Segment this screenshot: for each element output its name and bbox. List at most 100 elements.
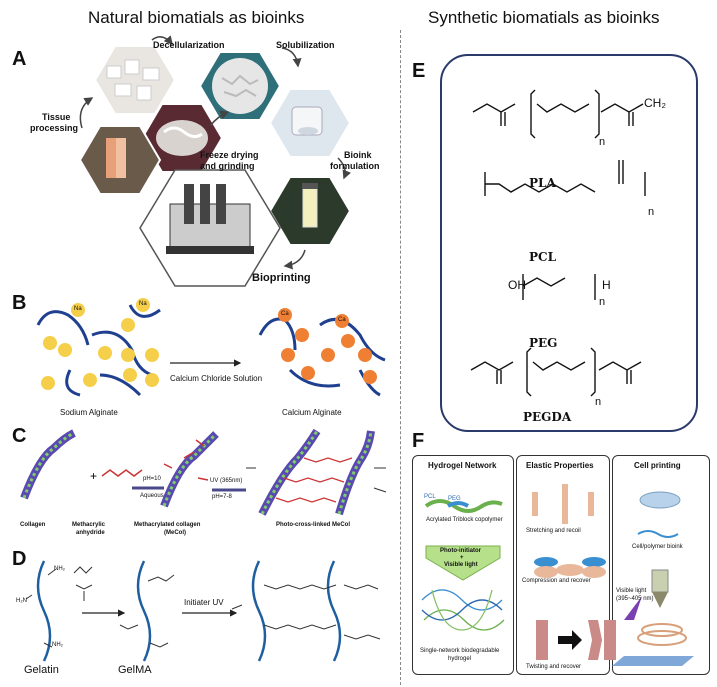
tissue-processing-label-2: processing bbox=[30, 123, 79, 133]
ca-label: Ca bbox=[281, 311, 289, 317]
ph10-label: pH=10 bbox=[143, 476, 161, 482]
pla-ch2: CH₂ bbox=[644, 96, 666, 110]
sodium-alginate-label: Sodium Alginate bbox=[60, 408, 118, 417]
calcium-alginate-label: Calcium Alginate bbox=[282, 408, 342, 417]
uv-label: UV (365nm) bbox=[210, 478, 243, 484]
calcium-chloride-label: Calcium Chloride Solution bbox=[170, 374, 263, 383]
decellularized-hexagon bbox=[141, 103, 223, 173]
single-network-label-1: Single-network biodegradable bbox=[420, 648, 500, 654]
single-network-label-2: hydrogel bbox=[448, 656, 472, 662]
right-header: Synthetic biomatials as bioinks bbox=[428, 8, 660, 27]
bioink-label-1: Bioink bbox=[344, 150, 372, 160]
panel-e-box bbox=[440, 54, 698, 432]
photo-initiator-label: Photo-initiator bbox=[440, 548, 481, 554]
na-ion bbox=[121, 318, 135, 332]
na-ion bbox=[71, 303, 85, 317]
elastic-properties-title: Elastic Properties bbox=[526, 461, 594, 470]
visible-light-wavelength-1: Visible light bbox=[616, 588, 647, 594]
peg-h: H bbox=[602, 278, 611, 292]
peg-label: PEG bbox=[529, 336, 558, 350]
initiator-label: Initiater UV bbox=[184, 598, 224, 607]
panel-divider bbox=[400, 30, 401, 685]
na-ion bbox=[41, 376, 55, 390]
crosslinked-network bbox=[246, 428, 387, 516]
panel-f-illustrations bbox=[421, 484, 694, 666]
panel-b-diagram bbox=[36, 298, 386, 397]
pcl-tag: PCL bbox=[424, 494, 436, 500]
panel-a-letter: A bbox=[12, 48, 27, 70]
photo-initiator-arrow bbox=[425, 545, 501, 581]
bioink-label-2: formulation bbox=[330, 161, 380, 171]
bioink-vial-hexagon bbox=[269, 176, 351, 246]
tissue-processing-hexagon bbox=[79, 125, 161, 195]
mecol-label-2: (MeCol) bbox=[164, 530, 186, 536]
twisting-label: Twisting and recover bbox=[526, 664, 582, 670]
visible-light-label: Visible light bbox=[444, 562, 478, 568]
solubilization-label: Solubilization bbox=[276, 40, 335, 50]
triblock-label: Acrylated Triblock copolymer bbox=[426, 517, 503, 523]
tube-hexagon bbox=[269, 88, 351, 158]
nh2-label-bottom: NH₂ bbox=[52, 642, 63, 648]
na-ion bbox=[145, 348, 159, 362]
pcl-n: n bbox=[648, 206, 655, 218]
nh2-label: NH₂ bbox=[54, 566, 65, 572]
peg-oh: OH bbox=[508, 278, 526, 292]
na-ion bbox=[98, 346, 112, 360]
na-ion bbox=[43, 336, 57, 350]
methacrylic-label-1: Methacrylic bbox=[72, 522, 106, 528]
hydrogel-network-title: Hydrogel Network bbox=[428, 461, 497, 470]
bioprinting-label: Bioprinting bbox=[252, 272, 311, 284]
pegda-label: PEGDA bbox=[523, 410, 572, 424]
methacrylic-label-2: anhydride bbox=[76, 530, 105, 536]
gelatin-label: Gelatin bbox=[24, 664, 59, 676]
panel-c-diagram: + bbox=[20, 428, 387, 516]
bioprinter-hexagon bbox=[139, 169, 281, 287]
mecol-helix bbox=[160, 431, 219, 508]
panel-f-letter: F bbox=[412, 430, 425, 452]
ca-label: Ca bbox=[338, 317, 346, 323]
photo-plus-label: + bbox=[460, 555, 464, 561]
cell-printing-title: Cell printing bbox=[634, 461, 681, 470]
panel-d-diagram bbox=[25, 560, 381, 662]
na-ion bbox=[145, 373, 159, 387]
decellularization-label: Decellularization bbox=[153, 40, 225, 50]
na-ion bbox=[121, 348, 135, 362]
pla-label: PLA bbox=[529, 176, 556, 190]
stretching-label: Stretching and recoil bbox=[526, 528, 581, 534]
gelma-label: GelMA bbox=[118, 664, 152, 676]
collagen-label: Collagen bbox=[20, 522, 46, 528]
left-header: Natural biomatials as bioinks bbox=[88, 8, 305, 27]
compression-label: Compression and recover bbox=[522, 578, 591, 584]
svg-text:+: + bbox=[90, 469, 97, 483]
hydrogel-network-box bbox=[412, 455, 514, 675]
na-ion bbox=[83, 373, 97, 387]
na-ion bbox=[123, 368, 137, 382]
na-ion bbox=[58, 343, 72, 357]
panel-b-letter: B bbox=[12, 292, 27, 314]
panel-a-hexagons bbox=[79, 35, 351, 287]
na-label: Na bbox=[74, 306, 82, 312]
pegda-n: n bbox=[595, 396, 602, 408]
panel-e-letter: E bbox=[412, 60, 426, 82]
na-ion bbox=[136, 298, 150, 312]
panel-d-letter: D bbox=[12, 548, 27, 570]
visible-light-wavelength-2: (395~405 nm) bbox=[616, 596, 654, 602]
pla-n: n bbox=[599, 136, 606, 148]
pcl-label: PCL bbox=[529, 250, 557, 264]
peg-n: n bbox=[599, 296, 606, 308]
collagen-helix bbox=[20, 429, 76, 500]
na-label: Na bbox=[139, 301, 147, 307]
freeze-label-1: Freeze drying bbox=[200, 150, 259, 160]
peg-tag: PEG bbox=[448, 496, 461, 502]
fiber-hexagon bbox=[199, 51, 281, 121]
mecol-label-1: Methacrylated collagen bbox=[134, 522, 201, 528]
tissue-processing-label-1: Tissue bbox=[42, 112, 71, 122]
cell-bioink-label: Cell/polymer bioink bbox=[632, 544, 683, 550]
h2n-label: H₂N bbox=[16, 598, 27, 604]
tissue-pieces-hexagon bbox=[94, 45, 176, 115]
panel-e-structures bbox=[470, 89, 646, 397]
freeze-label-2: and grinding bbox=[200, 161, 255, 171]
ph78-label: pH=7-8 bbox=[212, 494, 232, 500]
crosslinked-label: Photo-cross-linked MeCol bbox=[276, 522, 351, 528]
aqueous-label: Aqueous bbox=[140, 493, 164, 499]
